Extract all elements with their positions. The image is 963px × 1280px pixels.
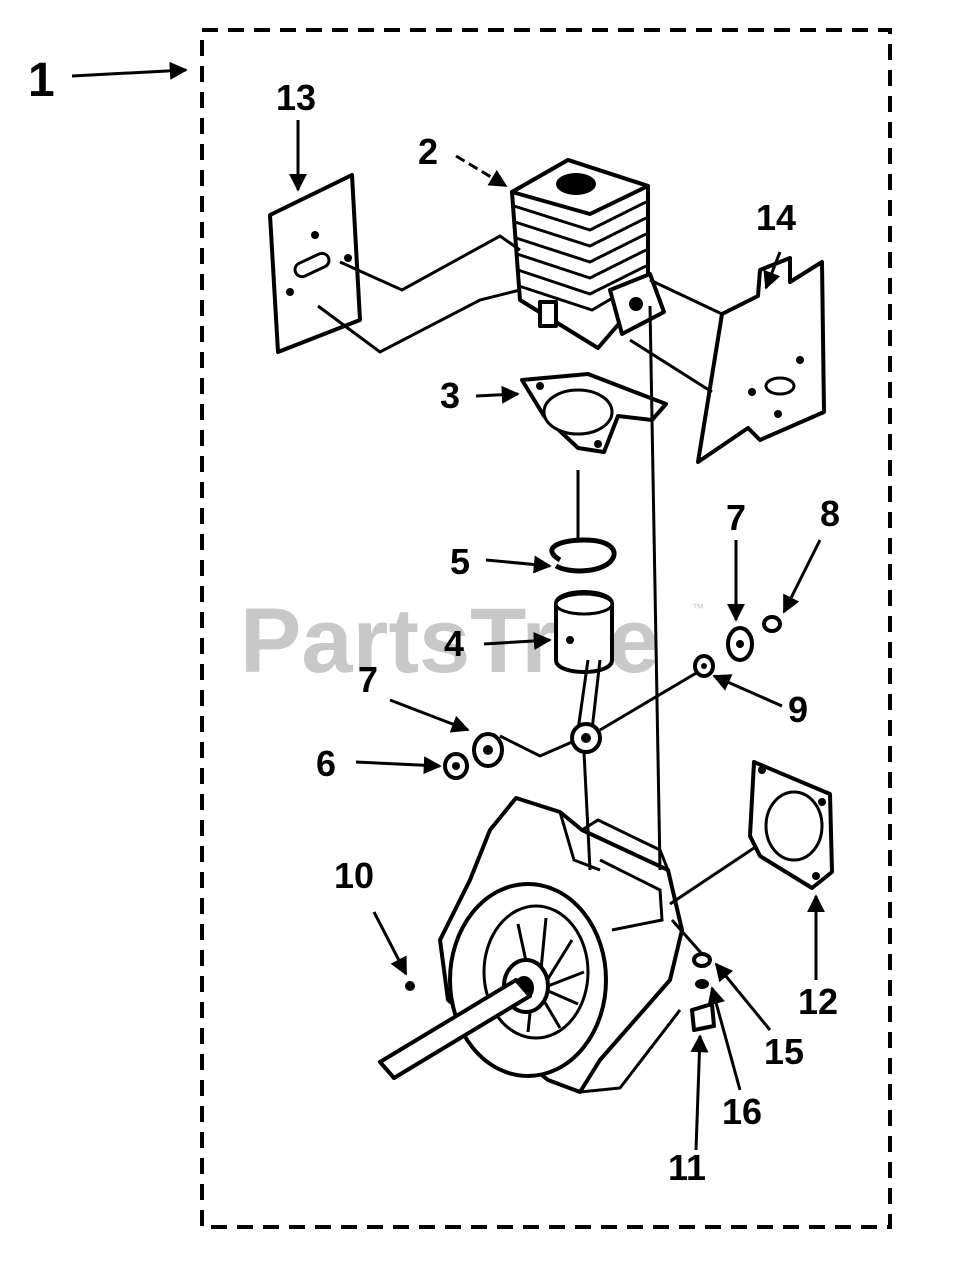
callout-6: 6 [316, 743, 336, 784]
part-5-piston-ring [549, 537, 617, 574]
part-4-piston [554, 590, 614, 754]
part-9-bearing [693, 654, 715, 678]
callout-9: 9 [788, 689, 808, 730]
part-3-cylinder-gasket [520, 372, 668, 454]
exploded-guide-lines [317, 234, 755, 955]
callout-7-left: 7 [358, 659, 378, 700]
part-2-cylinder [510, 158, 666, 350]
part-15-washer [692, 952, 712, 968]
part-11-screw [690, 1002, 716, 1032]
callout-5: 5 [450, 541, 470, 582]
callout-7-right: 7 [726, 497, 746, 538]
callout-10: 10 [334, 855, 374, 896]
callout-11: 11 [668, 1147, 706, 1188]
callout-14: 14 [756, 197, 796, 238]
part-7-washer-right [726, 626, 754, 662]
crankcase [378, 796, 684, 1094]
callout-15: 15 [764, 1031, 804, 1072]
assembly-boundary [200, 28, 892, 1229]
part-16-lockwasher [695, 979, 709, 989]
part-14-gasket-plate [696, 256, 826, 464]
part-8-clip [762, 615, 782, 633]
callout-8: 8 [820, 493, 840, 534]
part-6-bearing [443, 752, 469, 780]
part-13-gasket-plate [268, 173, 362, 354]
watermark-trademark: ™ [692, 601, 704, 615]
callout-12: 12 [798, 981, 838, 1022]
callout-2: 2 [418, 131, 438, 172]
callout-16: 16 [722, 1091, 762, 1132]
callout-1: 1 [28, 54, 55, 107]
callout-leaders [71, 61, 825, 1151]
part-7-washer-left [472, 732, 504, 768]
callout-3: 3 [440, 375, 460, 416]
callout-labels: 1 13 2 14 3 7 8 5 4 7 9 6 10 12 15 16 11 [28, 54, 840, 1188]
callout-13: 13 [276, 77, 316, 118]
callout-4: 4 [444, 623, 464, 664]
part-12-crankcase-gasket [748, 760, 834, 890]
